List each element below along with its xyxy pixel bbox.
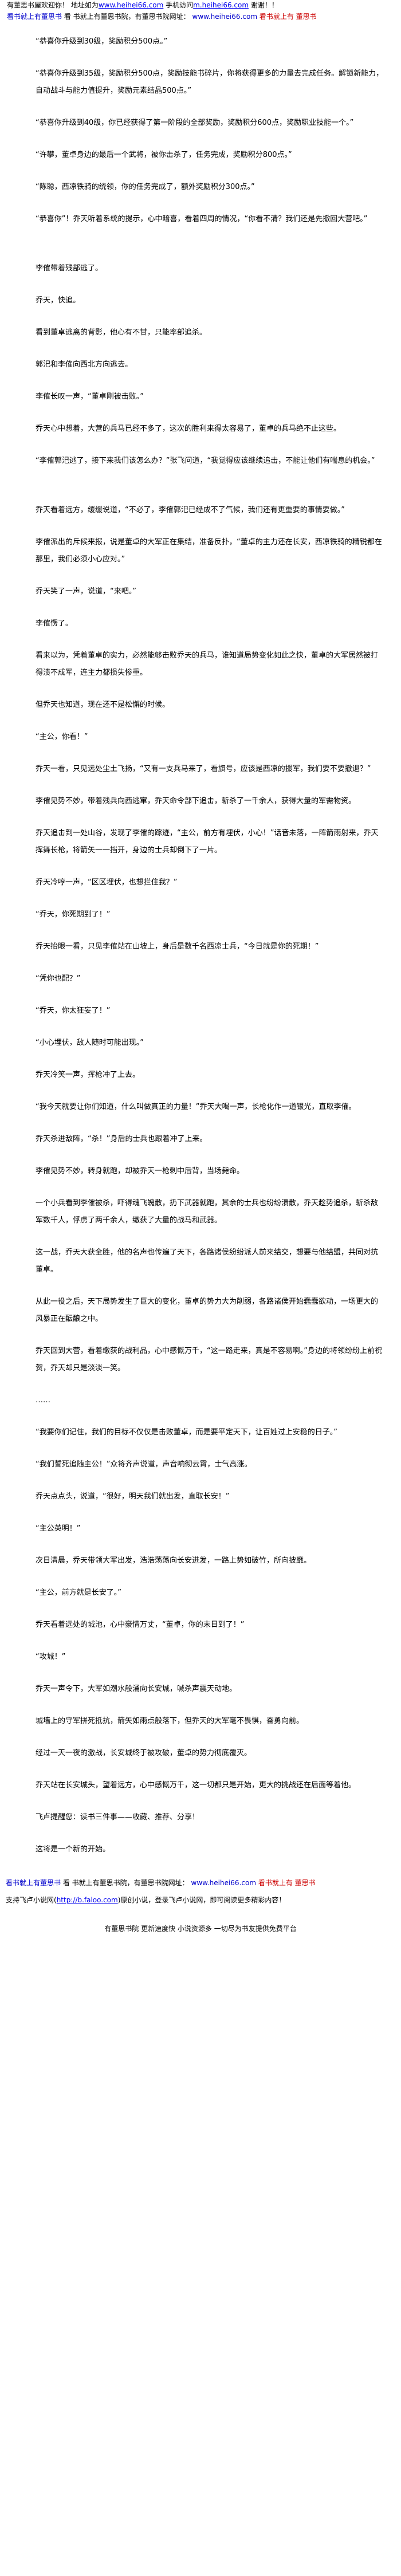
paragraph: 郭汜和李傕向西北方向逃去。 [36,360,133,369]
paragraph: “小心埋伏，敌人随时可能出现。” [36,1039,144,1047]
header-notice-link-2[interactable]: m.heihei66.com [193,1,249,9]
footer-site-right: 看书就上有 董思书 [258,1879,316,1887]
paragraph: 看到董卓逃离的背影，他心有不甘，只能率部追杀。 [36,328,207,337]
paragraph: “我今天就要让你们知道，什么叫做真正的力量！”乔天大喝一声，长枪化作一道银光，直… [36,1103,356,1111]
paragraph: 乔天杀进敌阵，“杀！”身后的士兵也跟着冲了上来。 [36,1135,207,1143]
paragraph: 乔天追击到一处山谷，发现了李傕的踪迹，“主公，前方有埋伏，小心！”话音未落，一阵… [36,829,379,855]
paragraph: 一个小兵看到李傕被杀，吓得魂飞魄散，扔下武器就跑，其余的士兵也纷纷溃散，乔天趁势… [36,1199,379,1225]
paragraph: “我要你们记住，我们的目标不仅仅是击败董卓，而是要平定天下，让百姓过上安稳的日子… [36,1428,337,1437]
paragraph: “主公，你看！” [36,733,88,741]
paragraph: 乔天回到大营，看着缴获的战利品，心中感慨万千，“这一路走来，真是不容易啊。”身边… [36,1347,382,1372]
header-notice-suffix: 谢谢！！ [249,1,278,9]
paragraph: “陈聪，西凉铁骑的统领，你的任务完成了，额外奖励积分300点。” [36,183,255,191]
paragraph: 李傕长叹一声，“董卓刚被击败。” [36,392,144,401]
header-notice-mid: 手机访问 [163,1,194,9]
footer-link-suffix: )原创小说，登录飞卢小说网，即可阅读更多精彩内容！ [117,1896,286,1904]
footer-faloo-link-line: 支持飞卢小说网(http://b.faloo.com)原创小说，登录飞卢小说网，… [6,1896,395,1904]
paragraph: 看来以为，凭着董卓的实力，必然能够击败乔天的兵马，谁知道局势变化如此之快，董卓的… [36,651,379,677]
paragraph: …… [36,1396,50,1405]
header-site-right: 看书就上有 董思书 [259,13,317,21]
paragraph: “我们誓死追随主公！”众将齐声说道，声音响彻云霄，士气高涨。 [36,1460,252,1469]
footer-site-banner: 看书就上有董思书 看 书就上有董思书院，有董思书院网址： www.heihei6… [6,1879,395,1887]
paragraph: 乔天一声令下，大军如潮水般涌向长安城，喊杀声震天动地。 [36,1685,237,1693]
paragraph: “恭喜你”！乔天听着系统的提示，心中暗喜，看着四周的情况，“你看不清？我们还是先… [36,215,368,223]
footer-site-left: 看书就上有董思书 [6,1879,61,1887]
footer-link-prefix: 支持飞卢小说网( [6,1896,57,1904]
header-site-banner: 看书就上有董思书 看 书就上有董思书院，有董思书院网址： www.heihei6… [7,13,317,21]
paragraph: 乔天点点头，说道，“很好，明天我们就出发，直取长安！” [36,1492,230,1501]
paragraph: 这一战，乔天大获全胜，他的名声也传遍了天下，各路诸侯纷纷派人前来结交，想要与他结… [36,1248,379,1274]
paragraph: 乔天心中想着，大营的兵马已经不多了，这次的胜利来得太容易了，董卓的兵马绝不止这些… [36,424,341,433]
paragraph: “恭喜你升级到35级，奖励积分500点，奖励技能书碎片，你将获得更多的力量去完成… [36,69,384,95]
header-site-left: 看书就上有董思书 [7,13,62,21]
paragraph: 李傕派出的斥候来报，说是董卓的大军正在集结，准备反扑，“董卓的主力还在长安，西凉… [36,538,382,564]
paragraph: 乔天一看，只见远处尘土飞扬，“又有一支兵马来了，看旗号，应该是西凉的援军，我们要… [36,765,371,773]
header-notice: 有董思书屋欢迎你！ 地址如为www.heihei66.com 手机访问m.hei… [7,1,278,9]
paragraph: “李傕郭汜逃了，接下来我们该怎么办？”张飞问道，“我觉得应该继续追击，不能让他们… [36,457,375,465]
paragraph: 经过一天一夜的激战，长安城终于被攻破，董卓的势力彻底覆灭。 [36,1749,252,1757]
paragraph: 李傕愣了。 [36,619,73,628]
footer-site-mid: 看 书就上有董思书院，有董思书院网址： [62,1879,189,1887]
paragraph: 乔天看着远处的城池，心中豪情万丈，“董卓，你的末日到了！” [36,1621,245,1629]
paragraph: “主公英明！” [36,1524,81,1533]
header-notice-prefix: 有董思书屋欢迎你！ 地址如为 [7,1,99,9]
paragraph: 飞卢提醒您：读书三件事——收藏、推荐、分享！ [36,1813,200,1822]
paragraph: 乔天站在长安城头，望着远方，心中感慨万千，这一切都只是开始，更大的挑战还在后面等… [36,1781,356,1790]
paragraph: 这将是一个新的开始。 [36,1845,111,1854]
footer-site-url: www.heihei66.com [191,1879,257,1887]
header-site-url: www.heihei66.com [192,13,258,21]
paragraph: 乔天看着远方，缓缓说道，“不必了，李傕郭汜已经成不了气候，我们还有更重要的事情要… [36,506,345,514]
paragraph: “恭喜你升级到40级，你已经获得了第一阶段的全部奖励，奖励积分600点，奖励职业… [36,119,354,127]
paragraph: 城墙上的守军拼死抵抗，箭矢如雨点般落下，但乔天的大军毫不畏惧，奋勇向前。 [36,1717,304,1725]
footer-faloo-link[interactable]: http://b.faloo.com [56,1896,118,1904]
paragraph: 但乔天也知道，现在还不是松懈的时候。 [36,701,170,709]
paragraph: “恭喜你升级到30级，奖励积分500点。” [36,37,168,46]
paragraph: 乔天笑了一声，说道，“来吧。” [36,587,136,596]
footer-bottom-text: 有董思书院 更新速度快 小说资源多 一切尽为书友提供免费平台 [104,1925,297,1933]
paragraph: “许攀，董卓身边的最后一个武将，被你击杀了，任务完成，奖励积分800点。” [36,151,292,159]
paragraph: “凭你也配？” [36,974,81,983]
paragraph: “乔天，你太狂妄了！” [36,1006,111,1015]
paragraph: 李傕见势不妙，带着残兵向西逃窜，乔天命令部下追击，斩杀了一千余人，获得大量的军需… [36,797,356,805]
paragraph: 李傕见势不妙，转身就跑，却被乔天一枪刺中后背，当场毙命。 [36,1167,245,1175]
paragraph: 次日清晨，乔天带领大军出发，浩浩荡荡向长安进发，一路上势如破竹，所向披靡。 [36,1556,312,1565]
paragraph: 乔天抬眼一看，只见李傕站在山坡上，身后是数千名西凉士兵，“今日就是你的死期！” [36,942,319,951]
header-notice-link-1[interactable]: www.heihei66.com [98,1,164,9]
paragraph: 李傕带着残部逃了。 [36,264,103,273]
paragraph: 从此一役之后，天下局势发生了巨大的变化，董卓的势力大为削弱，各路诸侯开始蠢蠢欲动… [36,1297,379,1323]
paragraph: “攻城！” [36,1653,66,1661]
paragraph: “乔天，你死期到了！” [36,910,111,919]
header-site-mid: 看 书就上有董思书院，有董思书院网址： [64,13,190,21]
paragraph: “主公，前方就是长安了。” [36,1588,121,1597]
paragraph: 乔天冷笑一声，挥枪冲了上去。 [36,1071,140,1079]
paragraph: 乔天，快追。 [36,296,81,305]
paragraph: 乔天冷哼一声，“区区埋伏，也想拦住我？” [36,878,178,887]
